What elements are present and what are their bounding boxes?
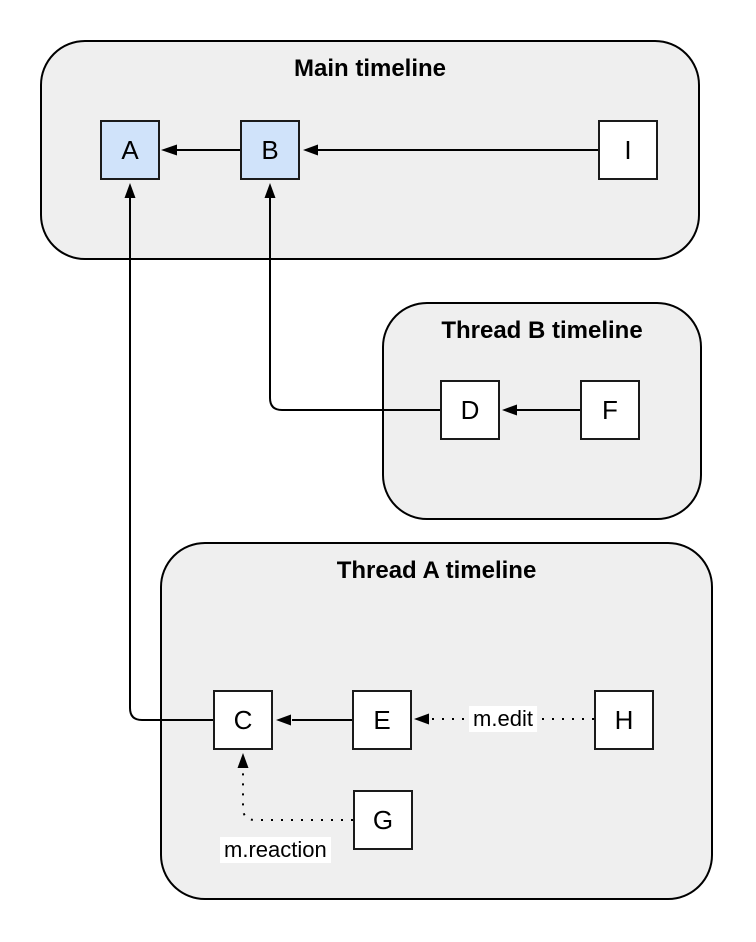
container-thread-b-timeline-title: Thread B timeline — [441, 317, 643, 344]
node-B-label: B — [261, 135, 279, 165]
node-D: D — [440, 380, 500, 440]
node-A: A — [100, 120, 160, 180]
container-thread-a-timeline-title: Thread A timeline — [336, 557, 537, 584]
node-I: I — [598, 120, 658, 180]
node-D-label: D — [460, 395, 480, 425]
node-E-label: E — [373, 705, 391, 735]
node-G-label: G — [372, 805, 394, 835]
node-F-label: F — [602, 395, 618, 425]
node-E: E — [352, 690, 412, 750]
node-G: G — [353, 790, 413, 850]
edge-label-m-reaction: m.reaction — [220, 837, 331, 863]
node-H: H — [594, 690, 654, 750]
node-I-label: I — [624, 135, 632, 165]
node-H-label: H — [614, 705, 634, 735]
container-thread-b-timeline: Thread B timeline — [382, 302, 702, 520]
edge-label-m-edit: m.edit — [469, 706, 537, 732]
node-F: F — [580, 380, 640, 440]
node-C: C — [213, 690, 273, 750]
container-main-timeline-title: Main timeline — [293, 55, 447, 82]
node-C-label: C — [233, 705, 253, 735]
node-B: B — [240, 120, 300, 180]
node-A-label: A — [121, 135, 139, 165]
